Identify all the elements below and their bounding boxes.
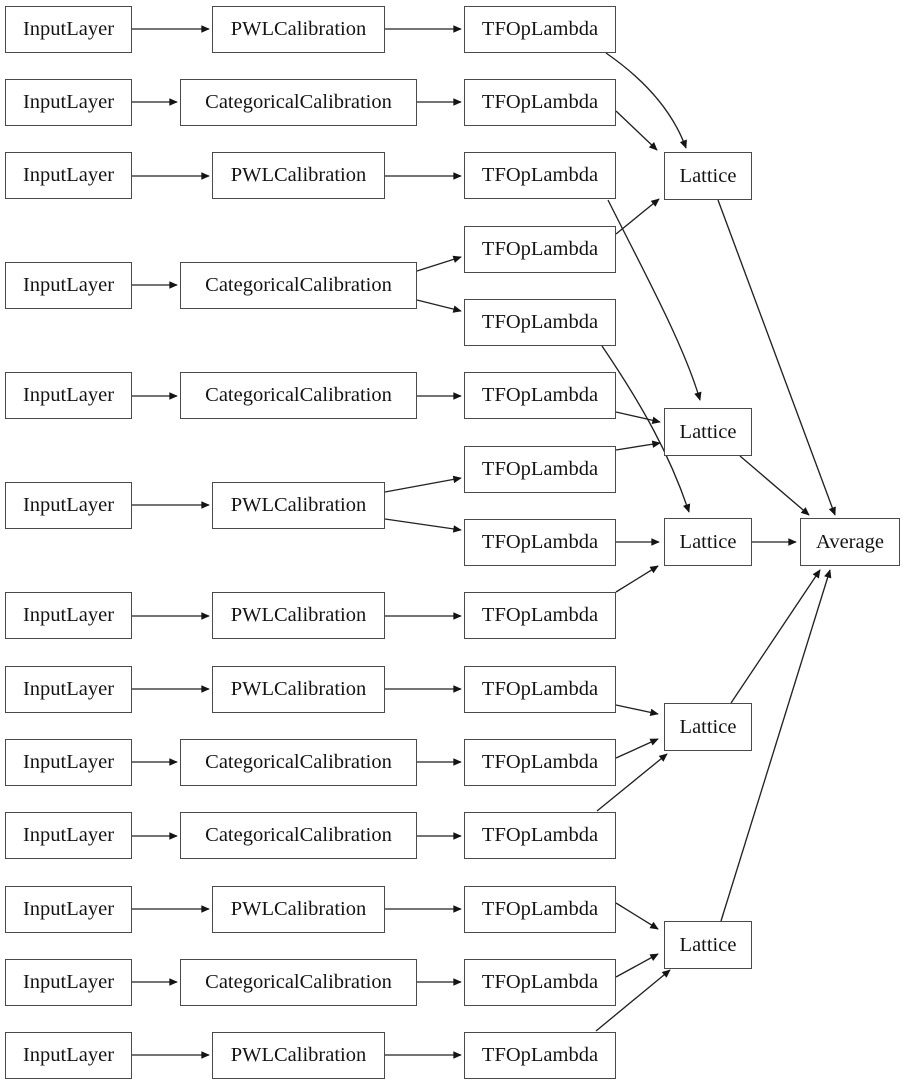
node-lattice5: Lattice (664, 921, 752, 969)
node-cal11: PWLCalibration (212, 886, 385, 933)
edge-lattice4-to-average (730, 569, 821, 704)
node-cal8: PWLCalibration (212, 666, 385, 713)
node-tfop1: TFOpLambda (464, 6, 616, 53)
edge-tfop13-to-lattice5 (615, 902, 659, 930)
edge-tfop3-to-lattice2 (607, 199, 702, 401)
edge-tfop5-to-lattice3 (601, 345, 691, 513)
node-lattice4: Lattice (664, 703, 752, 751)
node-tfop6: TFOpLambda (464, 372, 616, 419)
node-tfop12: TFOpLambda (464, 812, 616, 859)
node-average: Average (800, 518, 900, 566)
edge-cal6-to-tfop7 (384, 475, 462, 493)
edge-tfop10-to-lattice4 (615, 704, 659, 717)
edge-tfop15-to-lattice5 (595, 969, 671, 1032)
edge-lattice2-to-average (739, 455, 810, 516)
edge-tfop1-to-lattice1 (605, 52, 687, 149)
edge-tfop7-to-lattice2 (615, 440, 661, 451)
edge-tfop11-to-lattice4 (615, 738, 659, 759)
node-input7: InputLayer (5, 592, 132, 639)
node-tfop13: TFOpLambda (464, 886, 616, 933)
node-input11: InputLayer (5, 886, 132, 933)
node-tfop5: TFOpLambda (464, 299, 616, 346)
node-cal12: CategoricalCalibration (180, 959, 417, 1006)
node-cal10: CategoricalCalibration (180, 812, 417, 859)
node-input2: InputLayer (5, 79, 132, 126)
node-tfop11: TFOpLambda (464, 739, 616, 786)
edge-tfop6-to-lattice2 (615, 411, 661, 424)
node-tfop7: TFOpLambda (464, 446, 616, 493)
node-cal9: CategoricalCalibration (180, 739, 417, 786)
node-input12: InputLayer (5, 959, 132, 1006)
node-lattice1: Lattice (664, 152, 752, 200)
edge-cal4-to-tfop4 (416, 255, 462, 272)
edge-tfop12-to-lattice4 (596, 753, 668, 812)
node-cal4: CategoricalCalibration (180, 262, 417, 309)
node-cal6: PWLCalibration (212, 482, 385, 529)
node-cal1: PWLCalibration (212, 6, 385, 53)
node-input1: InputLayer (5, 6, 132, 53)
node-tfop10: TFOpLambda (464, 666, 616, 713)
diagram-edges (132, 25, 836, 1059)
node-cal3: PWLCalibration (212, 152, 385, 199)
node-input5: InputLayer (5, 372, 132, 419)
edge-tfop14-to-lattice5 (615, 953, 659, 978)
node-input6: InputLayer (5, 482, 132, 529)
node-cal13: PWLCalibration (212, 1032, 385, 1079)
edge-lattice5-to-average (720, 569, 832, 922)
node-input3: InputLayer (5, 152, 132, 199)
node-tfop8: TFOpLambda (464, 519, 616, 566)
edge-tfop2-to-lattice1 (615, 110, 658, 151)
node-input4: InputLayer (5, 262, 132, 309)
node-cal2: CategoricalCalibration (180, 79, 417, 126)
node-tfop4: TFOpLambda (464, 226, 616, 273)
node-lattice3: Lattice (664, 518, 752, 566)
edge-tfop4-to-lattice1 (615, 198, 660, 235)
node-lattice2: Lattice (664, 408, 752, 456)
node-tfop15: TFOpLambda (464, 1032, 616, 1079)
node-tfop3: TFOpLambda (464, 152, 616, 199)
node-cal7: PWLCalibration (212, 592, 385, 639)
node-input10: InputLayer (5, 812, 132, 859)
node-cal5: CategoricalCalibration (180, 372, 417, 419)
node-tfop2: TFOpLambda (464, 79, 616, 126)
node-input8: InputLayer (5, 666, 132, 713)
node-input13: InputLayer (5, 1032, 132, 1079)
edge-cal6-to-tfop8 (384, 518, 462, 533)
node-tfop9: TFOpLambda (464, 592, 616, 639)
edge-cal4-to-tfop5 (416, 299, 462, 313)
node-tfop14: TFOpLambda (464, 959, 616, 1006)
edge-lattice1-to-average (717, 199, 836, 516)
node-input9: InputLayer (5, 739, 132, 786)
edge-tfop9-to-lattice3 (615, 565, 659, 593)
